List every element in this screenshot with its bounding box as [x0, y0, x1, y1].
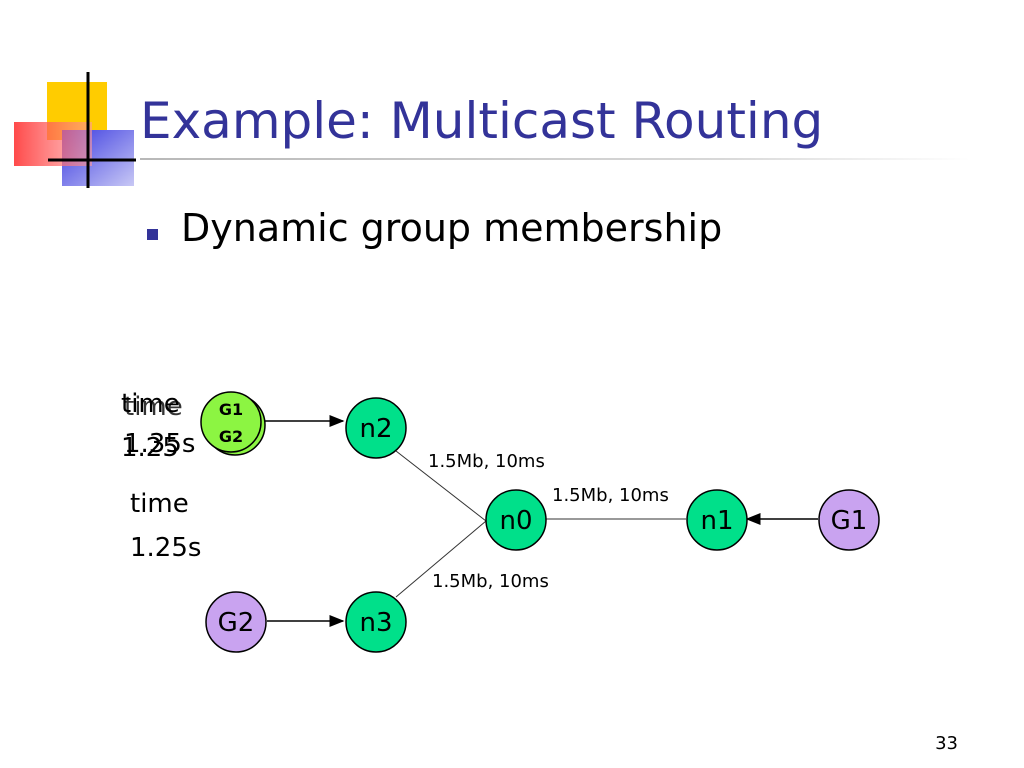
- node-g1-label: G1: [831, 506, 868, 536]
- node-n3: n3: [345, 591, 407, 653]
- membership-label-g1: G1: [219, 400, 243, 419]
- title-divider: [140, 158, 970, 160]
- bullet-marker: [147, 229, 158, 240]
- node-g2-label: G2: [218, 608, 255, 638]
- time-word-b: time: [124, 392, 183, 422]
- node-n0: n0: [485, 489, 547, 551]
- time-word-lower: time: [130, 489, 189, 519]
- node-n2: n2: [345, 397, 407, 459]
- link-n3-n0: [395, 520, 487, 598]
- node-n3-label: n3: [359, 608, 392, 638]
- node-membership-g1-g2: G1 G2: [200, 391, 266, 456]
- node-n0-label: n0: [499, 506, 532, 536]
- link-label-n2-n0: 1.5Mb, 10ms: [428, 451, 545, 472]
- node-g2: G2: [205, 591, 267, 653]
- membership-label-g2: G2: [219, 427, 243, 446]
- page-number: 33: [935, 733, 958, 754]
- slide-title: Example: Multicast Routing: [140, 92, 824, 150]
- node-n1-label: n1: [700, 506, 733, 536]
- time-value-135: 1.35s: [124, 429, 195, 459]
- node-n1: n1: [686, 489, 748, 551]
- time-label-upper: time time 1.35s 1.25: [121, 389, 195, 463]
- time-value-lower: 1.25s: [130, 533, 201, 563]
- node-g1: G1: [818, 489, 880, 551]
- time-word-a: time: [121, 389, 180, 419]
- node-n2-label: n2: [359, 414, 392, 444]
- link-label-n0-n1: 1.5Mb, 10ms: [552, 485, 669, 506]
- bullet-text: Dynamic group membership: [181, 206, 723, 250]
- link-n2-n0: [395, 450, 487, 522]
- time-value-125-overlap: 1.25: [121, 433, 179, 463]
- link-label-n3-n0: 1.5Mb, 10ms: [432, 571, 549, 592]
- time-label-lower: time 1.25s: [130, 489, 201, 563]
